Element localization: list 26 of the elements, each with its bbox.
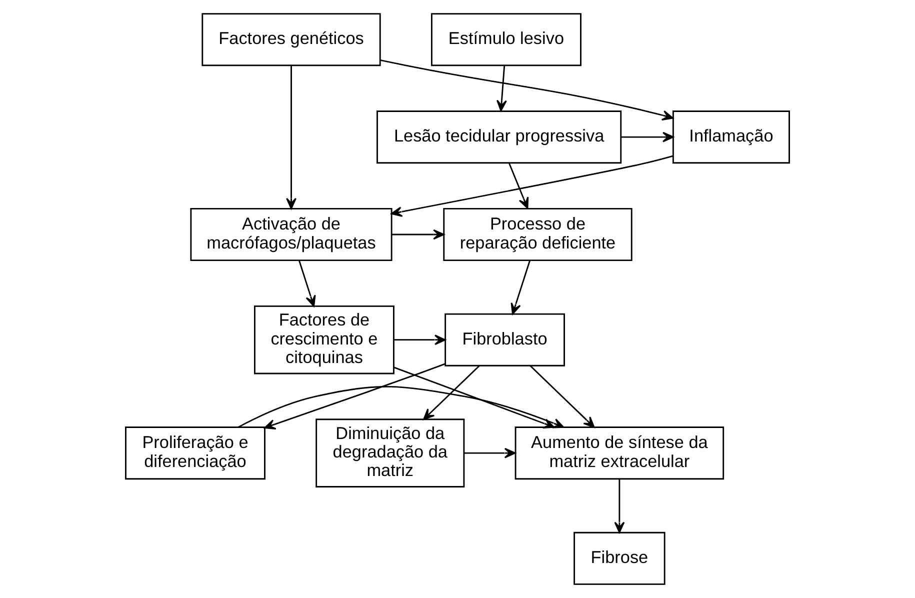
arrow [621,132,674,142]
arrow [394,334,446,346]
arrow [508,163,529,209]
arrow [510,260,530,315]
arrow [392,229,444,240]
node-box: Fibrose [574,532,666,585]
node-box: Activação de macrófagos/plaquetas [190,208,392,262]
arrow [390,155,674,217]
arrow [264,363,446,430]
arrow [614,479,625,534]
node-box: Aumento de síntese da matriz extracelular [514,426,724,480]
node-box: Diminuição da degradação da matriz [316,418,465,488]
arrow [298,260,316,307]
arrow [496,66,507,112]
arrow [423,365,480,420]
node-box: Estímulo lesivo [430,13,582,66]
node-box: Inflamação [672,110,790,164]
node-box: Processo de reparação deficiente [443,208,632,262]
node-box: Factores genéticos [202,13,381,66]
node-box: Factores de crescimento e citoquinas [254,305,394,374]
arrow [380,60,674,120]
node-box: Lesão tecidular progressiva [376,110,622,164]
arrow [464,448,516,458]
arrow [286,66,296,210]
node-box: Proliferação e diferenciação [125,426,266,480]
node-box: Fibroblasto [444,313,565,366]
